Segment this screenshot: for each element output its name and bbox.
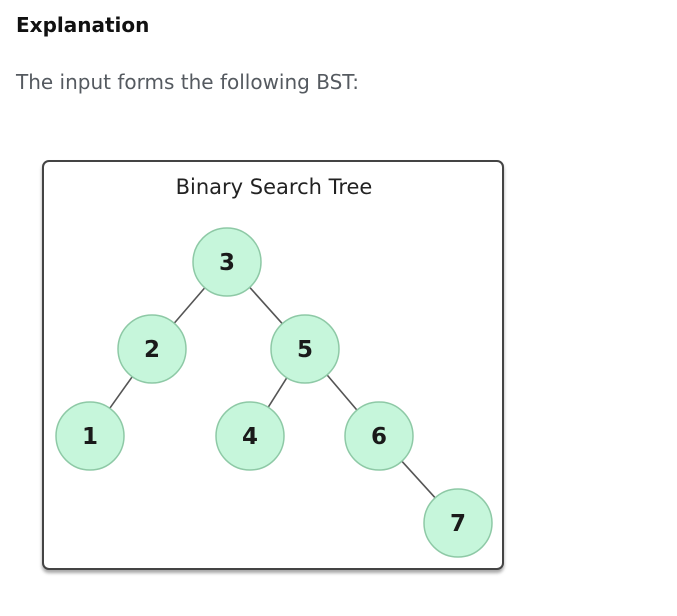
tree-node-label: 3 <box>219 250 235 276</box>
tree-node-label: 4 <box>242 424 258 450</box>
tree-node-6: 6 <box>344 401 414 471</box>
edge-n2-n1 <box>109 376 133 409</box>
tree-node-3: 3 <box>192 227 262 297</box>
tree-node-1: 1 <box>55 401 125 471</box>
edge-n5-n6 <box>326 374 358 411</box>
tree-node-circle <box>423 488 493 558</box>
tree-node-circle <box>192 227 262 297</box>
tree-node-5: 5 <box>270 314 340 384</box>
tree-node-label: 2 <box>144 337 160 363</box>
edge-n6-n7 <box>401 460 436 499</box>
tree-node-label: 6 <box>371 424 387 450</box>
tree-node-2: 2 <box>117 314 187 384</box>
tree-node-label: 7 <box>450 511 466 537</box>
edge-n3-n5 <box>249 286 283 325</box>
tree-node-label: 1 <box>82 424 98 450</box>
edges-layer <box>109 286 436 499</box>
explanation-heading: Explanation <box>16 13 150 37</box>
tree-node-circle <box>344 401 414 471</box>
tree-node-circle <box>215 401 285 471</box>
tree-node-circle <box>270 314 340 384</box>
diagram-title: Binary Search Tree <box>176 175 373 199</box>
nodes-layer: 3 2 5 1 4 6 7 <box>55 227 493 558</box>
bst-diagram: Binary Search Tree 3 2 5 1 4 6 7 <box>42 160 504 570</box>
tree-node-circle <box>55 401 125 471</box>
intro-text: The input forms the following BST: <box>16 70 360 94</box>
tree-node-label: 5 <box>297 337 313 363</box>
tree-node-4: 4 <box>215 401 285 471</box>
bst-diagram-canvas: Binary Search Tree 3 2 5 1 4 6 7 <box>55 175 493 558</box>
edge-n5-n4 <box>267 377 288 408</box>
tree-node-circle <box>117 314 187 384</box>
edge-n3-n2 <box>173 287 206 324</box>
tree-node-7: 7 <box>423 488 493 558</box>
